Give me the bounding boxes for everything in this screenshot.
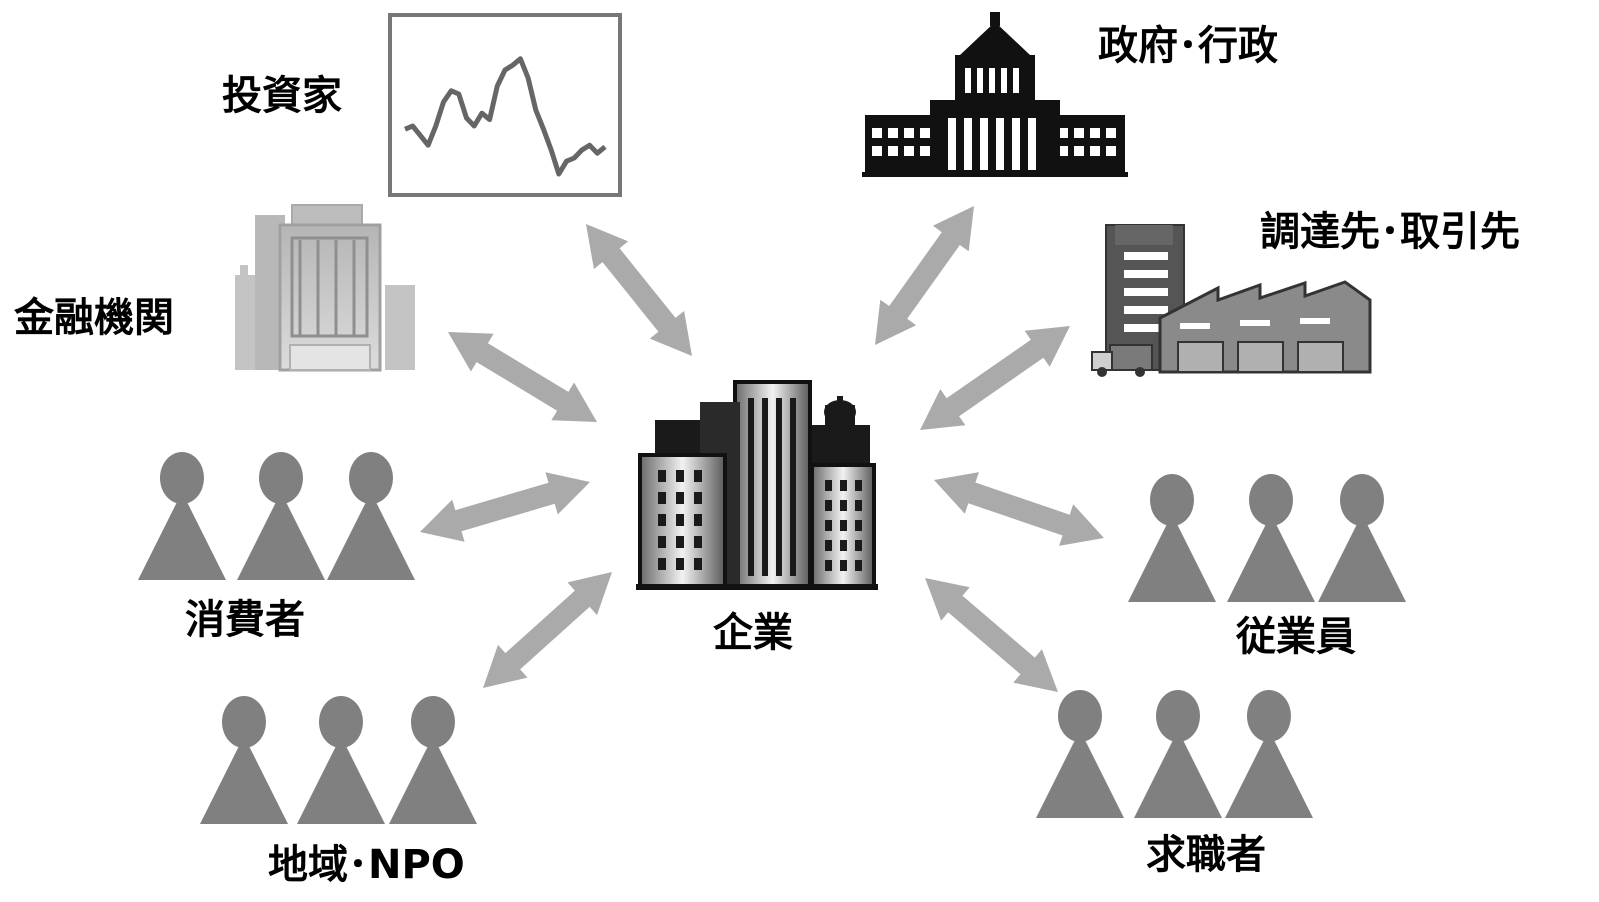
person-icon	[1227, 474, 1315, 602]
person-icon	[1318, 474, 1406, 602]
arrow-community	[483, 572, 612, 688]
investors-label: 投資家	[222, 73, 342, 119]
people-layer	[138, 452, 1406, 824]
employees-label: 従業員	[1236, 614, 1356, 660]
job-seekers-label: 求職者	[1146, 832, 1266, 878]
employees-people	[1128, 474, 1406, 602]
person-icon	[389, 696, 477, 824]
factory-icon	[1091, 224, 1372, 377]
government-label: 政府･行政	[1098, 23, 1278, 69]
community-people	[200, 696, 477, 824]
community-npo-label: 地域･NPO	[268, 842, 465, 888]
financial-institution-label: 金融機関	[14, 295, 174, 341]
person-icon	[327, 452, 415, 580]
arrow-investors	[586, 224, 692, 356]
corporation-label: 企業	[713, 610, 793, 656]
job-seekers-people	[1036, 690, 1313, 818]
arrow-financial	[448, 332, 597, 422]
office-buildings-icon	[636, 380, 878, 590]
person-icon	[237, 452, 325, 580]
arrows-layer	[420, 206, 1104, 692]
windows-right	[825, 480, 862, 571]
windows-left	[658, 470, 702, 570]
arrow-consumers	[420, 472, 590, 542]
person-icon	[1134, 690, 1222, 818]
consumers-label: 消費者	[185, 597, 305, 643]
person-icon	[297, 696, 385, 824]
arrow-suppliers	[920, 326, 1070, 430]
arrow-government	[875, 206, 974, 345]
arrow-employees	[934, 472, 1104, 546]
person-icon	[1128, 474, 1216, 602]
stock-chart-icon	[388, 13, 622, 197]
suppliers-label: 調達先･取引先	[1260, 209, 1520, 255]
arrow-job-seekers	[925, 578, 1058, 692]
person-icon	[1225, 690, 1313, 818]
person-icon	[138, 452, 226, 580]
bank-building-icon	[235, 204, 415, 372]
person-icon	[200, 696, 288, 824]
stock-price-line	[404, 56, 607, 177]
consumers-people	[138, 452, 415, 580]
person-icon	[1036, 690, 1124, 818]
parliament-building-icon	[862, 12, 1128, 177]
